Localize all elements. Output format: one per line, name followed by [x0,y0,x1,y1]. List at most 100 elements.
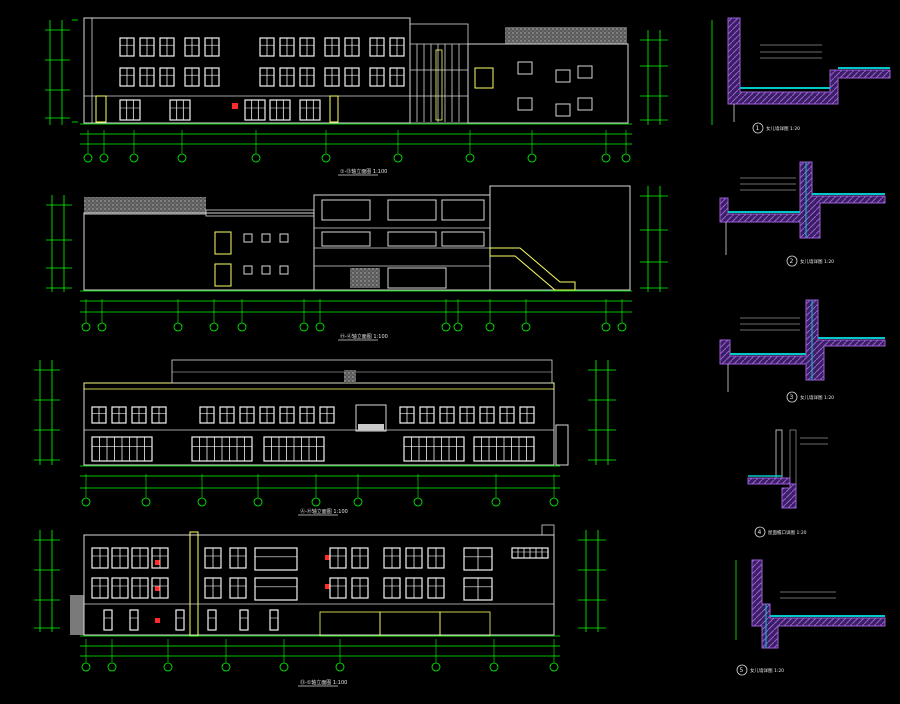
elevation-1-axis-bubbles [83,130,631,163]
window [324,37,340,57]
window [419,406,435,424]
axis-bubble [81,662,91,672]
window [299,99,321,121]
axis-bubble [129,153,139,163]
window [263,436,325,462]
detail-4-title: 屋面檐口详图 1:20 [768,529,807,536]
window [111,577,129,599]
window [111,406,127,424]
window [131,406,147,424]
window [324,67,340,87]
axis-bubble [441,322,451,332]
axis-bubble [601,153,611,163]
axis-bubble [413,497,423,507]
elevation-2-right-dimensions [640,186,668,292]
window [344,37,360,57]
axis-bubble [521,322,531,332]
detail-2-title: 女儿墙详图 1:20 [800,258,834,265]
window [91,406,107,424]
window [269,609,279,631]
elevation-2-axis-bubbles [81,299,627,332]
window [129,609,139,631]
elevation-1-right-block [467,27,629,124]
elevation-3-windows [91,406,535,462]
axis-bubble [601,322,611,332]
window [131,547,149,569]
axis-bubble [485,322,495,332]
axis-bubble [237,322,247,332]
axis-bubble [315,322,325,332]
axis-bubble [465,153,475,163]
window [479,406,495,424]
window [159,67,175,87]
elevation-1: ①-⑬轴立面图 1:100 [45,17,668,176]
window [199,406,215,424]
window [519,406,535,424]
axis-bubble [99,153,109,163]
window [151,547,169,569]
detail-3-title: 女儿墙详图 1:20 [800,394,834,401]
axis-bubble [617,322,627,332]
elevation-4-title: ⑬-①轴立面图 1:100 [300,679,347,686]
axis-bubble [97,322,107,332]
axis-bubble [221,662,231,672]
detail-1: 1 女儿墙详图 1:20 [711,17,891,134]
elevation-4-right-dimensions [578,530,606,632]
axis-bubble [491,497,501,507]
window [427,547,445,569]
window [369,37,385,57]
detail-5-number: 5 [740,667,744,674]
elevation-1-main-block [83,17,411,124]
axis-bubble [279,662,289,672]
elevation-1-dimension-lines [80,123,632,145]
axis-bubble [393,153,403,163]
axis-bubble [527,153,537,163]
detail-3-number: 3 [790,394,794,401]
window [244,99,266,121]
window [383,577,401,599]
window [399,406,415,424]
elevation-3: Ⓐ-Ⓗ轴立面图 1:100 [34,359,616,516]
window [191,436,253,462]
elevation-1-right-dimensions [640,30,668,125]
window [151,577,169,599]
axis-bubble [173,322,183,332]
window [389,37,405,57]
window [204,67,220,87]
window [269,99,291,121]
axis-bubble [549,662,559,672]
window [259,406,275,424]
elevation-2-left-dimensions [46,195,72,292]
elevation-4-axis-bubbles [81,639,559,672]
window [299,37,315,57]
window [103,609,113,631]
elevation-4-building [83,524,555,637]
window [151,406,167,424]
window [139,67,155,87]
window [383,547,401,569]
window [259,67,275,87]
elevation-2: Ⓗ-Ⓐ轴立面图 1:100 [46,185,668,341]
detail-3: 3 女儿墙详图 1:20 [719,299,886,403]
elevation-1-windows [119,37,405,121]
window [254,577,298,601]
detail-4-number: 4 [758,529,762,536]
window [463,577,493,601]
window [184,37,200,57]
axis-bubble [81,322,91,332]
window [131,577,149,599]
axis-bubble [81,497,91,507]
elevation-4: ⑬-①轴立面图 1:100 [34,524,606,687]
window [319,406,335,424]
window [279,406,295,424]
window [389,67,405,87]
window [254,547,298,571]
axis-bubble [209,322,219,332]
detail-1-number: 1 [756,125,760,132]
elevation-2-dimension-lines [80,290,632,313]
axis-bubble [549,497,559,507]
axis-bubble [453,322,463,332]
axis-bubble [163,662,173,672]
elevation-3-right-dimensions [588,360,616,465]
